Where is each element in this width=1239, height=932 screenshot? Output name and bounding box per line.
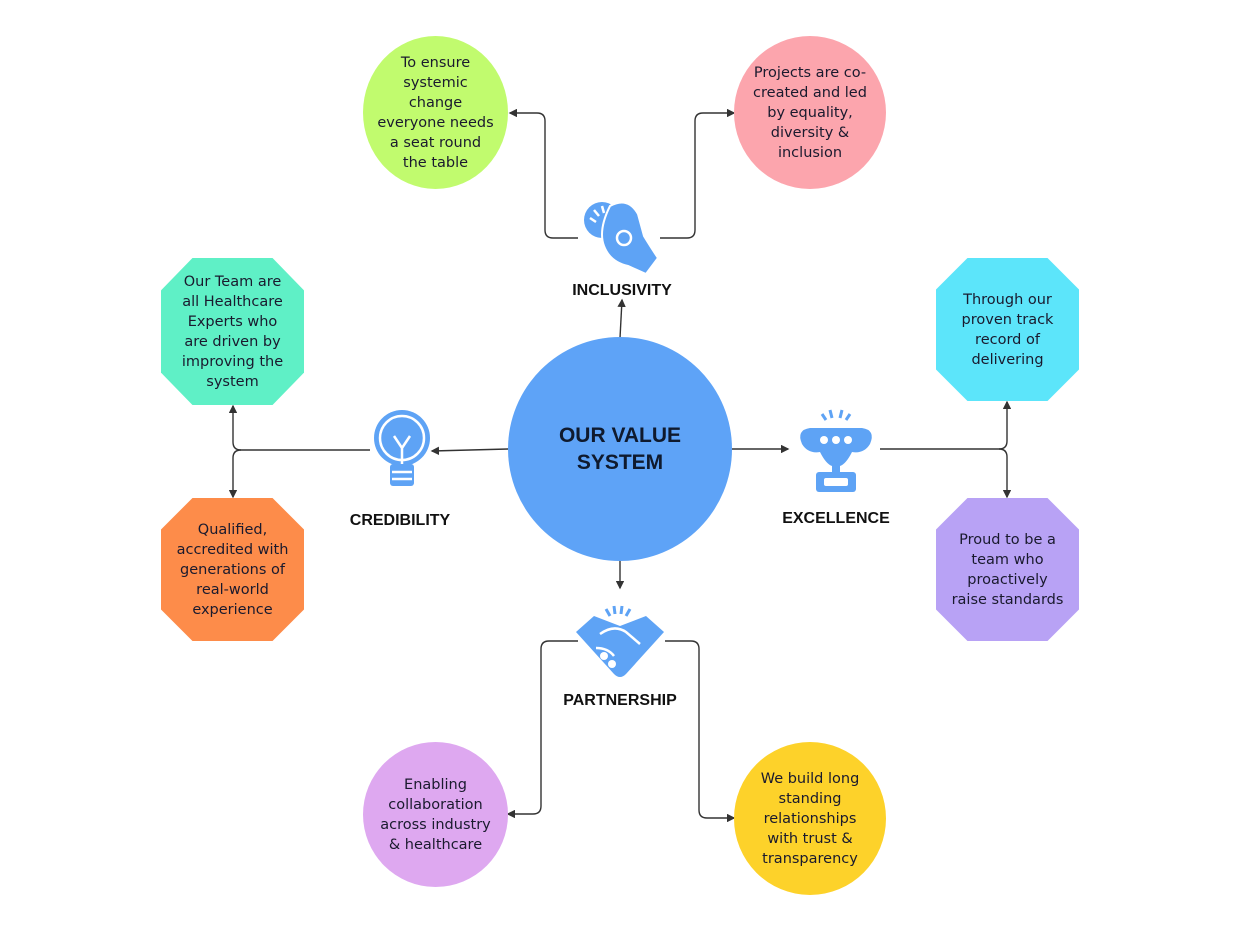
partnership-point-2: We build long standing relationships wit… — [734, 742, 886, 895]
excellence-label: EXCELLENCE — [782, 510, 890, 527]
handshake-icon — [576, 605, 664, 677]
lightbulb-icon — [374, 410, 430, 486]
center-value-system: OUR VALUE SYSTEM — [508, 337, 732, 561]
excellence-point-2: Proud to be a team who proactively raise… — [936, 498, 1079, 641]
inclusivity-label: INCLUSIVITY — [572, 282, 672, 299]
center-title: OUR VALUE SYSTEM — [558, 424, 682, 474]
credibility-point-1: Our Team are all Healthcare Experts who … — [161, 258, 304, 405]
trophy-icon — [800, 409, 872, 492]
inclusivity-point-2: Projects are co-created and led by equal… — [734, 36, 886, 189]
partnership-label: PARTNERSHIP — [563, 692, 677, 709]
credibility-label: CREDIBILITY — [349, 512, 451, 529]
inclusivity-point-1: To ensure systemic change everyone needs… — [363, 36, 508, 189]
partnership-point-1: Enabling collaboration across industry &… — [363, 742, 508, 887]
ok-hand-icon — [584, 201, 660, 276]
credibility-point-2: Qualified, accredited with generations o… — [161, 498, 304, 641]
excellence-point-1: Through our proven track record of deliv… — [936, 258, 1079, 401]
